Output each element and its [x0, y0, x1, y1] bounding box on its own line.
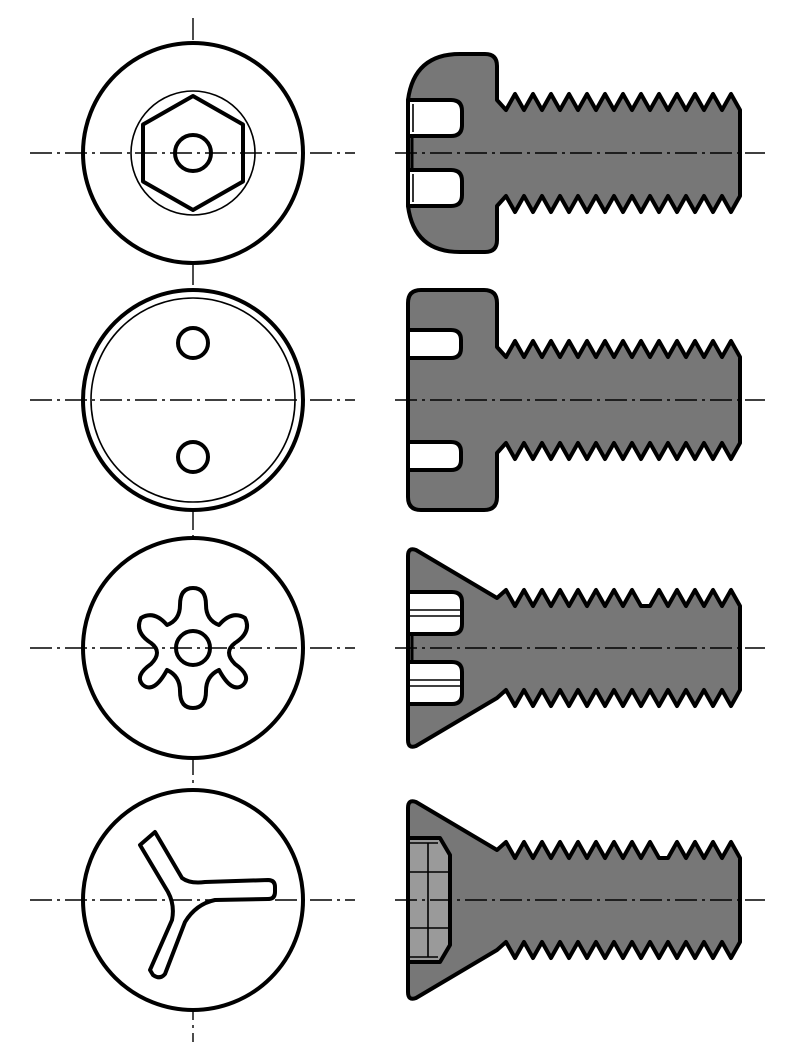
spanner-pin-hole-bottom [176, 440, 210, 474]
spanner-pin-hole-top [176, 326, 210, 360]
end-view-torx [81, 536, 305, 760]
pin-hole-upper [406, 328, 463, 360]
pin-hole-lower [406, 440, 463, 472]
row-torx-countersunk [30, 536, 765, 760]
socket-recess-upper [406, 98, 464, 138]
tri-wing-recess-section [406, 836, 452, 964]
torx-recess-lower [406, 660, 464, 706]
end-view-hex-socket [81, 41, 305, 265]
row-spanner-cheese-head [30, 288, 765, 512]
socket-recess-lower [406, 168, 464, 208]
row-tri-wing-countersunk [30, 788, 765, 1012]
row-hex-socket-pan-head [30, 41, 765, 265]
torx-recess-upper [406, 590, 464, 636]
